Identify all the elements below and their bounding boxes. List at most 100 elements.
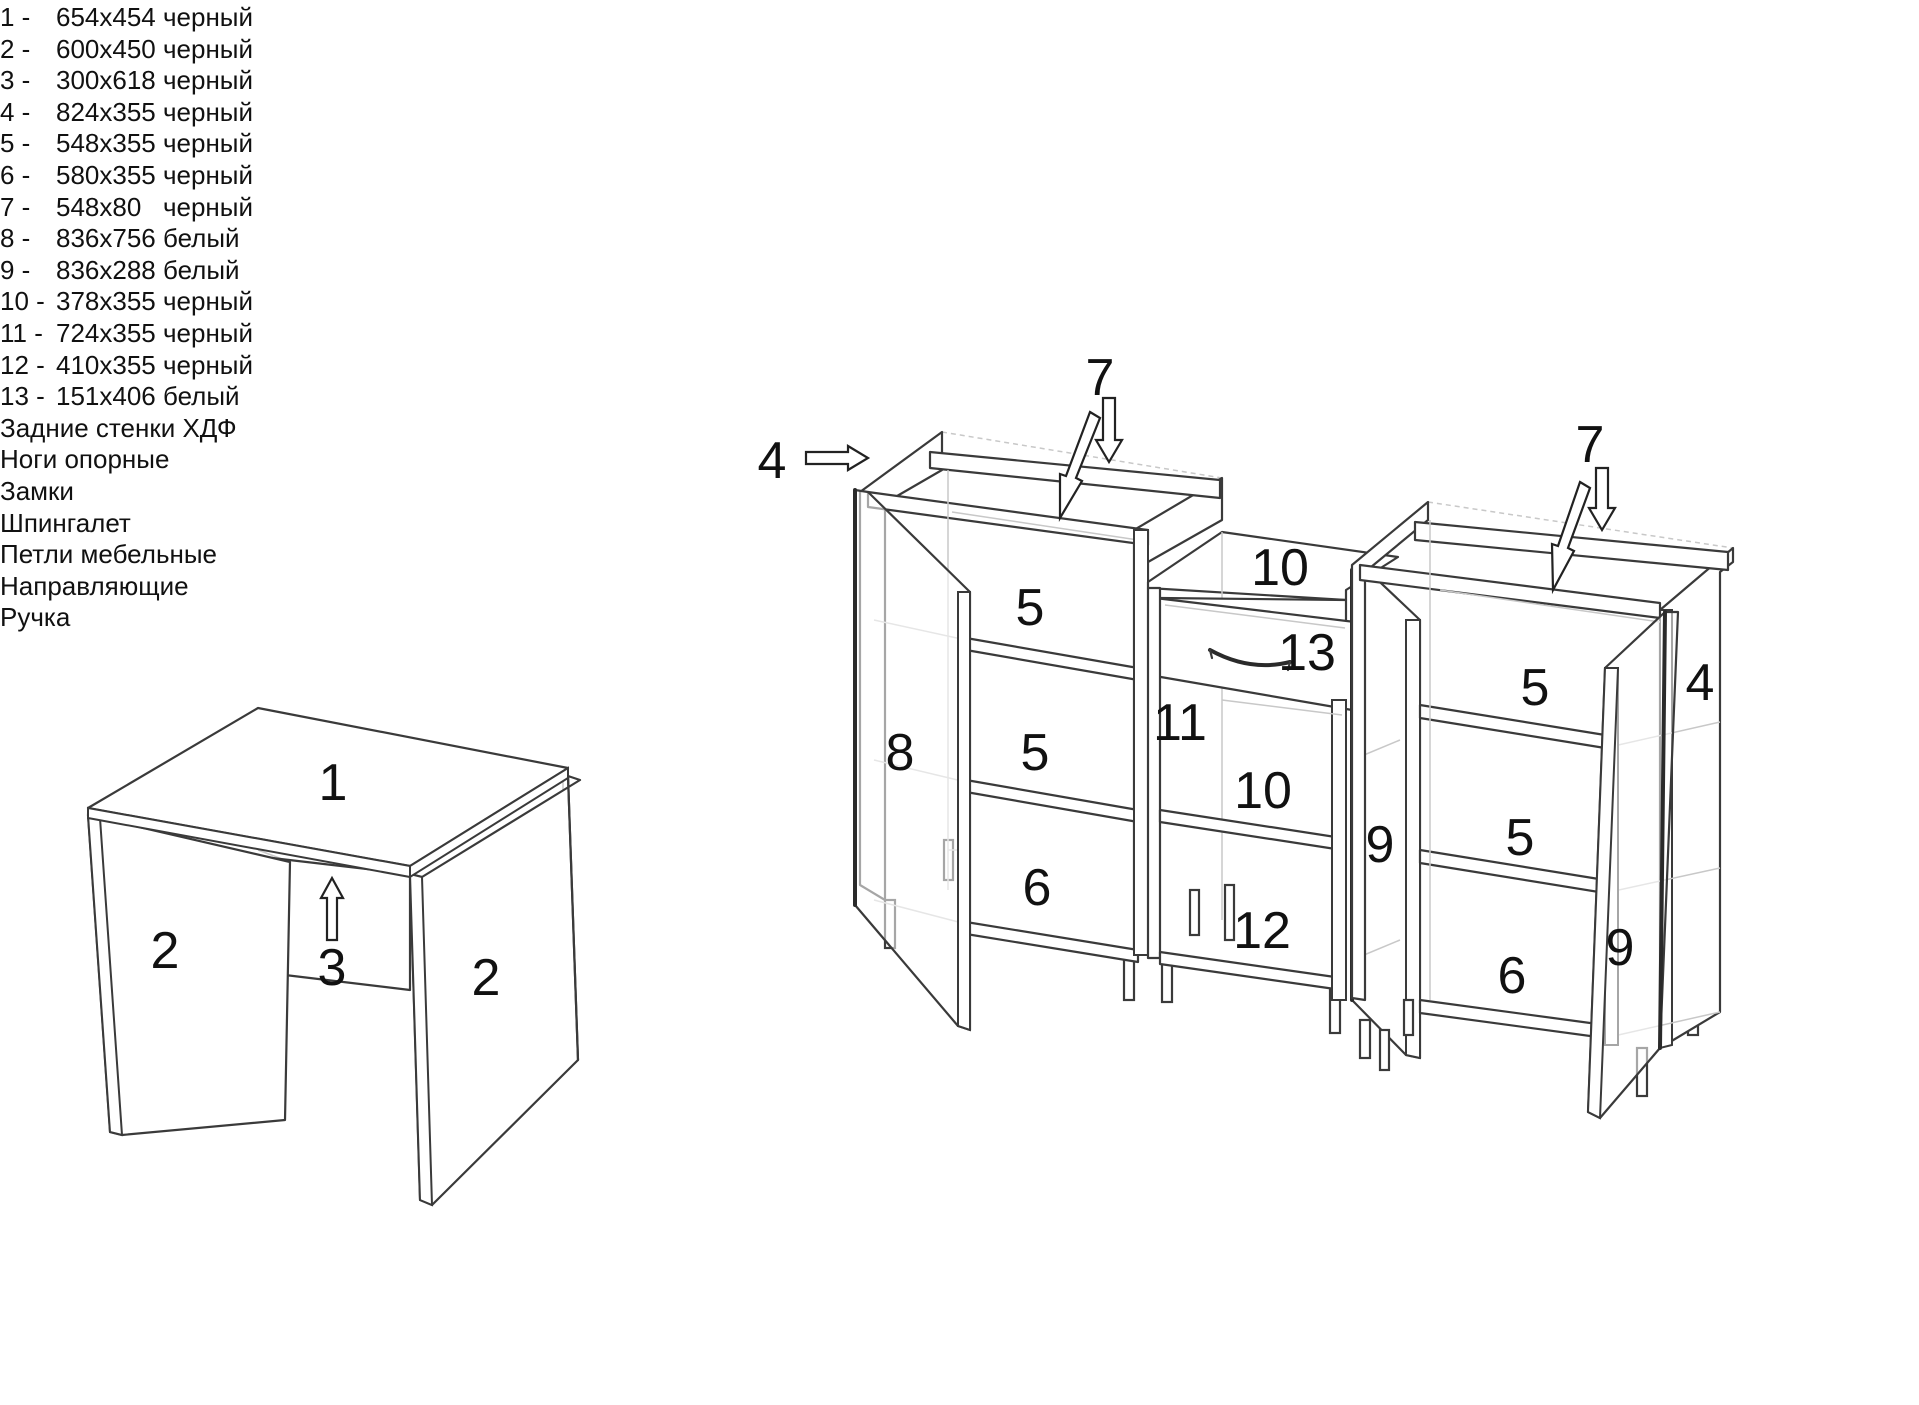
label-mid-drawer: 13 bbox=[1278, 624, 1336, 682]
legend-num: 1 - bbox=[0, 2, 31, 32]
legend-item-3: 3 - 300x618 черный bbox=[0, 65, 253, 97]
label-right-shelf-mid: 5 bbox=[1506, 809, 1535, 867]
arrow-left-rail-back-icon bbox=[1094, 396, 1124, 465]
legend-num: 5 - bbox=[0, 128, 31, 159]
legend-num: 3 - bbox=[0, 65, 31, 96]
label-right-door: 9 bbox=[1606, 919, 1635, 977]
label-left-shelf-mid: 5 bbox=[1021, 724, 1050, 782]
legend-num: 11 - bbox=[0, 317, 43, 348]
label-left-top-rail: 7 bbox=[1086, 349, 1115, 407]
left-cabinet bbox=[853, 430, 1224, 1032]
desk-assembly: 1 2 3 2 bbox=[86, 706, 582, 1207]
drawer-handle-icon bbox=[1208, 648, 1292, 668]
middle-cabinet-right-edge bbox=[1331, 699, 1347, 1001]
legend-text: Ручка bbox=[0, 602, 71, 633]
legend-text: Замки bbox=[0, 475, 74, 506]
legend-num: 6 - bbox=[0, 159, 31, 190]
left-cabinet-bottom bbox=[964, 920, 1140, 964]
left-cabinet-door-edge bbox=[957, 591, 971, 1032]
middle-cabinet-divider bbox=[1146, 586, 1162, 960]
label-left-door: 8 bbox=[886, 724, 915, 782]
arrow-right-rail-back-icon bbox=[1587, 466, 1617, 533]
legend-num: 10 - bbox=[0, 286, 45, 317]
middle-cabinet-door-edge bbox=[1405, 619, 1421, 1060]
legend-text: 824x355 черный bbox=[56, 96, 254, 127]
desk-right-side-back-edge bbox=[566, 774, 580, 1062]
label-right-side: 4 bbox=[1686, 654, 1715, 712]
legend-num: 4 - bbox=[0, 96, 31, 127]
legend-text: Задние стенки ХДФ bbox=[0, 412, 237, 443]
legend-item-2: 2 - 600x450 черный bbox=[0, 34, 253, 66]
arrow-right-top-rail-icon bbox=[1550, 480, 1592, 595]
label-right-top-rail: 7 bbox=[1576, 416, 1605, 474]
legend-num: 13 - bbox=[0, 381, 45, 412]
legend-item-legs: Ноги опорные bbox=[0, 444, 253, 476]
desk-top-side-edge bbox=[409, 766, 569, 879]
legend-text: 724x355 черный bbox=[56, 317, 254, 348]
legend-text: 410x355 черный bbox=[56, 349, 254, 380]
legend-item-9: 9 - 836x288 белый bbox=[0, 255, 253, 287]
legend-text: 378x355 черный bbox=[56, 286, 254, 317]
legend-text: Петли мебельные bbox=[0, 539, 218, 570]
legend-num: 12 - bbox=[0, 349, 45, 380]
legend-num: 8 - bbox=[0, 223, 31, 254]
right-cabinet-leg bbox=[1402, 998, 1415, 1037]
legend-item-10: 10 - 378x355 черный bbox=[0, 286, 253, 318]
label-mid-door: 9 bbox=[1366, 816, 1395, 874]
legend-num: 9 - bbox=[0, 254, 31, 285]
cabinet-assembly: 4 7 7 5 5 6 8 10 13 11 10 12 9 5 5 6 9 4 bbox=[758, 349, 1735, 1120]
legend-item-handle: Ручка bbox=[0, 602, 253, 634]
legend-text: Направляющие bbox=[0, 570, 189, 601]
label-mid-shelf: 10 bbox=[1234, 762, 1292, 820]
legend-text: 600x450 черный bbox=[56, 33, 254, 64]
arrow-side-panel-icon bbox=[804, 444, 871, 472]
middle-cabinet bbox=[1146, 530, 1422, 1072]
legend-item-hinges: Петли мебельные bbox=[0, 539, 253, 571]
legend-num: 2 - bbox=[0, 33, 31, 64]
legend-text: 548x80 черный bbox=[56, 191, 254, 222]
label-left-shelf-top: 5 bbox=[1016, 579, 1045, 637]
label-desk-back: 3 bbox=[318, 939, 347, 997]
label-desk-left-side: 2 bbox=[151, 922, 180, 980]
legend-text: Ноги опорные bbox=[0, 444, 170, 475]
arrow-left-top-rail-icon bbox=[1058, 410, 1102, 523]
label-left-bottom: 6 bbox=[1023, 859, 1052, 917]
legend-item-8: 8 - 836x756 белый bbox=[0, 223, 253, 255]
legend-num: 7 - bbox=[0, 191, 31, 222]
legend-text: 300x618 черный bbox=[56, 65, 254, 96]
cabinet-arrows bbox=[804, 396, 1617, 595]
legend-item-7: 7 - 548x80 черный bbox=[0, 192, 253, 224]
right-cabinet-top-rail-back bbox=[1413, 520, 1730, 572]
legend-text: 836x288 белый bbox=[56, 254, 240, 285]
label-right-bottom: 6 bbox=[1498, 947, 1527, 1005]
label-mid-top: 10 bbox=[1251, 539, 1309, 597]
right-cabinet-door-edge bbox=[1586, 667, 1620, 1120]
desk-back-arrow-icon bbox=[319, 875, 345, 942]
legend-text: 548x355 черный bbox=[56, 128, 254, 159]
label-right-shelf-top: 5 bbox=[1521, 659, 1550, 717]
middle-cabinet-leg bbox=[1188, 888, 1201, 937]
legend-text: 654x454 черный bbox=[56, 2, 254, 32]
label-mid-bottom: 12 bbox=[1233, 902, 1291, 960]
left-cabinet-shelf-top bbox=[964, 636, 1140, 682]
right-cabinet-bottom bbox=[1418, 998, 1607, 1040]
left-cabinet-shelf-mid bbox=[964, 778, 1140, 824]
legend-item-1: 1 - 654x454 черный bbox=[0, 2, 253, 34]
desk-right-side-edge bbox=[408, 872, 434, 1207]
legend-item-5: 5 - 548x355 черный bbox=[0, 128, 253, 160]
legend-text: 580x355 черный bbox=[56, 159, 254, 190]
right-cabinet bbox=[1350, 500, 1735, 1120]
middle-door-leg bbox=[1378, 1028, 1391, 1072]
legend-text: 836x756 белый bbox=[56, 223, 240, 254]
legend-item-guides: Направляющие bbox=[0, 571, 253, 603]
right-cabinet-shelf-top bbox=[1418, 703, 1607, 750]
legend-item-4: 4 - 824x355 черный bbox=[0, 97, 253, 129]
legend-item-13: 13 -151x406 белый bbox=[0, 381, 253, 413]
legend-text: Шпингалет bbox=[0, 507, 131, 538]
legend-item-back-panels: Задние стенки ХДФ bbox=[0, 413, 253, 445]
legend-item-6: 6 - 580x355 черный bbox=[0, 160, 253, 192]
parts-legend: 1 -654x454 черный 2 -600x450 черный 3 -3… bbox=[0, 2, 253, 634]
middle-cabinet-leg bbox=[1223, 883, 1236, 942]
label-desk-top: 1 bbox=[319, 754, 348, 812]
